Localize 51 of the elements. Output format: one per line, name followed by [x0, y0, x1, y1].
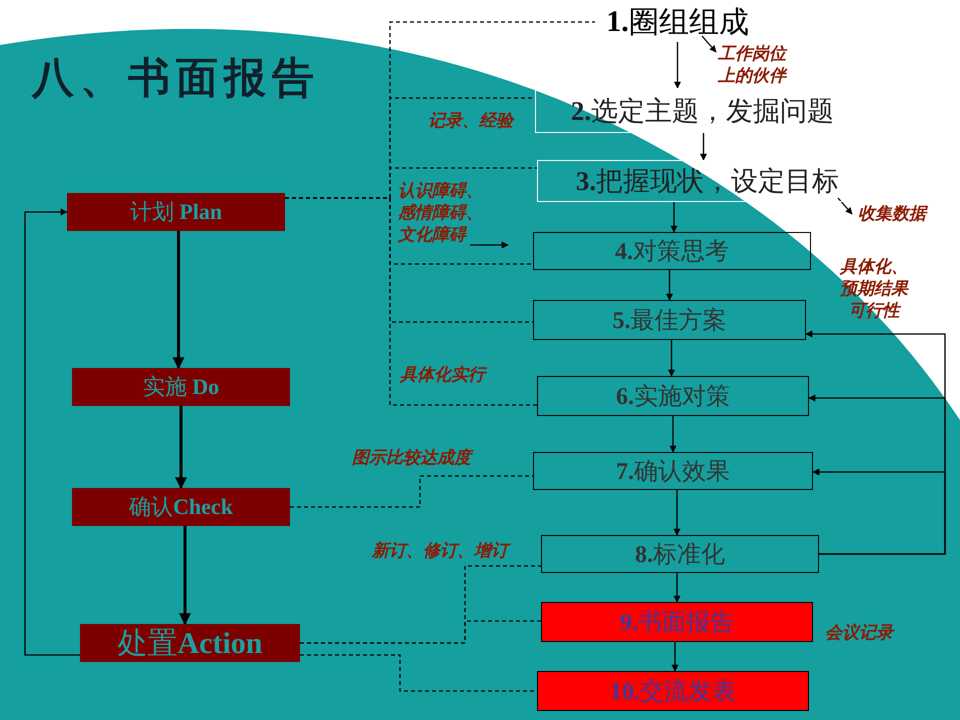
- phase-box: [67, 193, 285, 231]
- dashed-connector: [285, 197, 537, 406]
- arrow: [674, 490, 680, 536]
- step-label: 实施 Do: [142, 373, 220, 401]
- step-label: 1.圈组组成: [595, 2, 760, 42]
- phase-box: [72, 368, 290, 406]
- step-label: 4.对策思考: [615, 238, 729, 267]
- step-label: 9.书面报告: [620, 609, 734, 638]
- arrow: [670, 416, 676, 453]
- dashed-connector: [300, 620, 541, 644]
- arrow: [172, 231, 184, 370]
- step-box: [541, 602, 813, 642]
- step-box: [541, 535, 819, 573]
- phase-box: [80, 624, 300, 662]
- phase-box: [72, 488, 290, 526]
- arrow: [672, 642, 678, 672]
- arrow: [175, 406, 187, 490]
- step-label: 3.把握现状，设定目标: [576, 165, 840, 198]
- step-box: [537, 671, 809, 711]
- annotation-text: 具体化实行: [400, 364, 488, 386]
- arrow: [24, 208, 80, 656]
- step-label: 7.确认效果: [616, 458, 730, 487]
- arrow: [674, 573, 680, 603]
- annotation-text: 工作岗位上的伙伴: [718, 43, 788, 87]
- step-box: [533, 300, 806, 340]
- step-label: 6.实施对策: [616, 382, 730, 412]
- annotation-text: 记录、经验: [428, 110, 516, 132]
- annotation-text: 新订、修订、增订: [372, 540, 542, 562]
- slide-title: 八、书面报告: [32, 55, 320, 104]
- step-label: 5.最佳方案: [612, 306, 726, 336]
- step-label: 确认Check: [129, 493, 233, 521]
- arrow: [812, 468, 946, 555]
- step-box: [537, 376, 809, 416]
- arrow: [179, 526, 191, 626]
- annotation-text: 图示比较达成度: [352, 447, 492, 469]
- dashed-connector: [300, 654, 537, 692]
- arrow: [700, 133, 707, 161]
- step-label: 处置Action: [118, 626, 262, 662]
- annotation-text: 认识障碍、感情障碍、文化障碍: [398, 180, 484, 246]
- step-box: [533, 452, 813, 490]
- arrow: [666, 270, 673, 301]
- step-box: [533, 232, 811, 270]
- annotation-text: 收集数据: [858, 203, 929, 225]
- arrow: [668, 340, 675, 377]
- step-label: 计划 Plan: [130, 198, 222, 226]
- step-label: 10.交流发表: [610, 678, 736, 707]
- arrow: [670, 202, 678, 233]
- dashed-connector: [290, 475, 533, 508]
- step-label: 8.标准化: [635, 541, 725, 570]
- annotation-text: 会议记录: [825, 622, 896, 644]
- arrow: [674, 42, 681, 89]
